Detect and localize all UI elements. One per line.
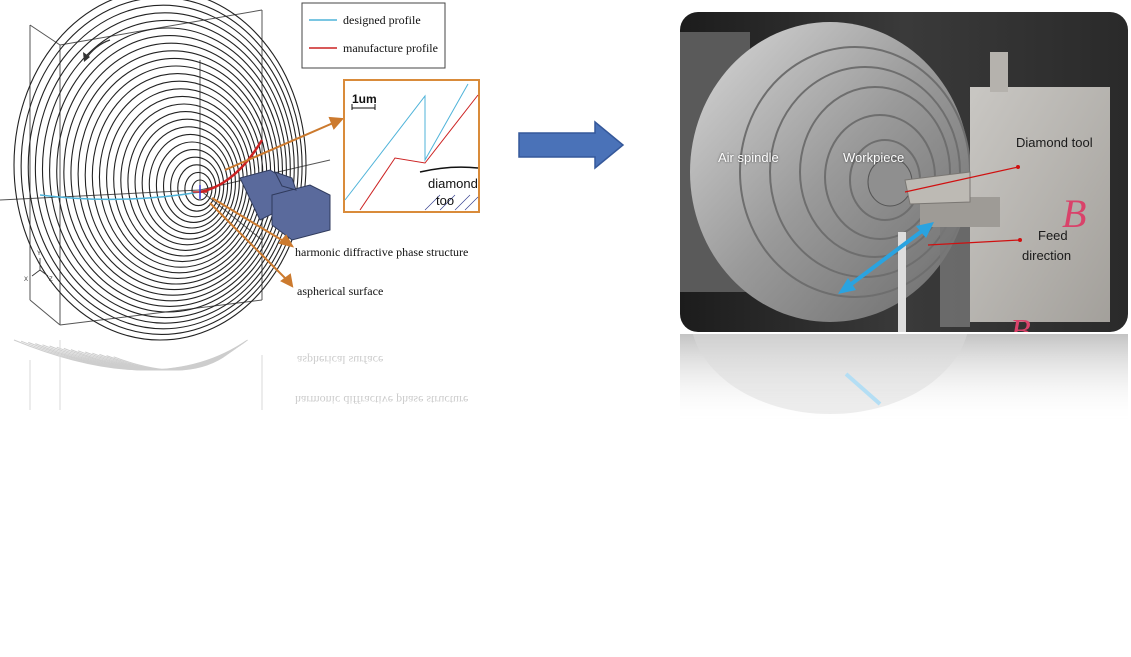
- lens-ring: [41, 19, 291, 319]
- aspherical-callout: aspherical surface: [297, 284, 383, 298]
- photo-reflection: [680, 334, 1128, 424]
- harmonic-callout: harmonic diffractive phase structure: [295, 245, 468, 259]
- lens-ring: [13, 0, 307, 341]
- lens-ring-reflection: [63, 347, 236, 371]
- inset-designed-line: [344, 83, 469, 201]
- lens-ring: [170, 156, 221, 218]
- lens-ring-reflection: [70, 349, 235, 371]
- axis-triad: [31, 258, 49, 277]
- diamond-tool-shape: [239, 169, 331, 241]
- inset-tool-label-1: diamond: [428, 176, 478, 191]
- inset-tool-edge: [419, 166, 479, 173]
- lens-ring: [56, 35, 284, 307]
- lens-ring: [134, 118, 240, 246]
- machining-photo: B B Air spindle Workpiece Diamond tool F…: [680, 12, 1128, 332]
- lens-ring: [148, 133, 233, 235]
- legend: designed profile manufacture profile: [301, 2, 446, 69]
- inset-zoom: 1um diamond too: [343, 79, 480, 213]
- lens-ring: [155, 141, 229, 229]
- leader-arrows: [209, 116, 345, 288]
- inset-manufacture-line: [359, 94, 479, 211]
- lens-ring-reflection: [85, 351, 231, 371]
- lens-ring: [162, 149, 225, 223]
- marker-letter-upper: B: [1062, 191, 1086, 236]
- designed-profile-curve: [39, 191, 201, 201]
- lens-ring-reflection: [56, 346, 238, 371]
- lens-ring: [63, 42, 280, 302]
- manufacture-profile-curve: [199, 139, 264, 194]
- lens-ring-reflection: [20, 340, 247, 371]
- axis-x-label: X: [24, 277, 28, 283]
- diagram-reflection: aspherical surface harmonic diffractive …: [13, 339, 468, 410]
- lens-ring: [34, 12, 295, 324]
- label-feed: Feed: [1038, 228, 1068, 243]
- lens-ring: [141, 126, 236, 240]
- lens-ring-reflection: [77, 350, 233, 371]
- reflection-harmonic: harmonic diffractive phase structure: [295, 393, 468, 407]
- legend-designed-label: designed profile: [343, 13, 421, 27]
- lens-ring-reflection: [28, 341, 245, 371]
- inset-scale-label: 1um: [352, 92, 377, 106]
- photo-leader-lines: [904, 166, 1021, 246]
- aspheric-surface-diagram: designed profile manufacture profile 1um…: [0, 0, 480, 410]
- lens-ring-reflection: [92, 352, 230, 371]
- legend-manufacture-label: manufacture profile: [343, 41, 438, 55]
- lens-ring: [27, 4, 299, 330]
- lens-ring: [70, 50, 276, 296]
- lens-ring-reflection: [13, 339, 248, 371]
- feed-direction-arrow: [838, 222, 934, 294]
- axis-y-label: Y: [37, 251, 41, 257]
- lens-ring: [49, 27, 287, 313]
- lens-ring-reflection: [106, 355, 226, 371]
- lens-ring-reflection: [113, 356, 224, 371]
- right-arrow-icon: [518, 120, 625, 170]
- air-spindle-shape: [690, 22, 970, 322]
- reflection-aspherical: aspherical surface: [297, 353, 383, 367]
- axis-z-label: Z: [49, 277, 53, 283]
- marker-letter-lower: B: [1010, 313, 1031, 332]
- inset-tool-label-2: too: [436, 193, 454, 208]
- lens-ring-reflection: [49, 345, 240, 371]
- label-air-spindle: Air spindle: [718, 150, 779, 165]
- label-diamond-tool: Diamond tool: [1016, 135, 1093, 150]
- lens-ring: [20, 0, 303, 335]
- lens-ring-reflection: [42, 344, 242, 371]
- photo-scene: B B: [680, 12, 1128, 332]
- center-marker: [193, 185, 207, 199]
- lens-ring: [106, 88, 256, 268]
- lens-ring-reflection: [35, 343, 243, 371]
- lens-ring-reflection: [99, 353, 228, 371]
- label-direction: direction: [1022, 248, 1072, 263]
- label-workpiece: Workpiece: [843, 150, 905, 165]
